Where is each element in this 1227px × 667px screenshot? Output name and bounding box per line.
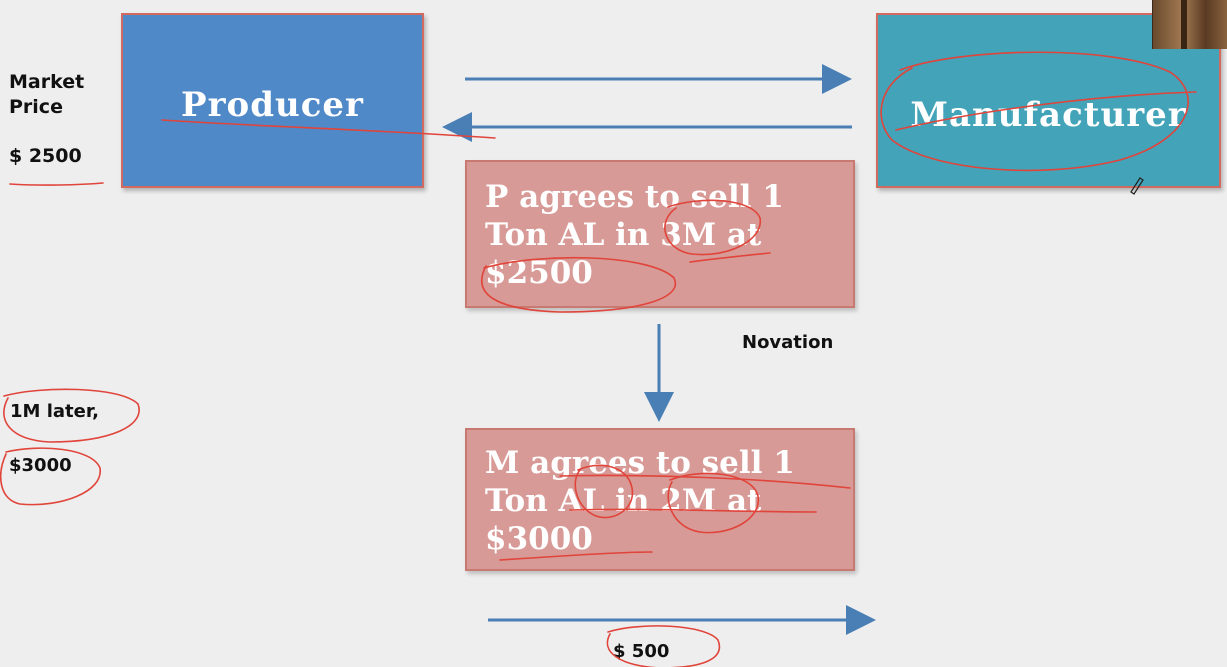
underline-market-price	[9, 182, 104, 186]
manufacturer-agreement-box: M agrees to sell 1 Ton AL in 2M at $3000	[465, 428, 855, 571]
market-price-line-2: Price	[9, 96, 63, 118]
later-price-value: $3000	[9, 455, 72, 476]
producer-agreement-box: P agrees to sell 1 Ton AL in 3M at $2500	[465, 160, 855, 308]
payoff-value: $ 500	[613, 641, 670, 662]
webcam-thumbnail	[1152, 0, 1227, 49]
agreement-line-2: Ton AL in 3M at	[485, 217, 762, 253]
agreement-line-1: P agrees to sell 1	[485, 179, 784, 215]
market-price-line-1: Market	[9, 71, 85, 93]
novation-label: Novation	[742, 332, 834, 353]
market-price-value: $ 2500	[9, 145, 82, 167]
agreement-line-1: M agrees to sell 1	[485, 445, 795, 481]
producer-label: Producer	[181, 85, 364, 125]
manufacturer-label: Manufacturer	[910, 95, 1187, 135]
one-month-later-label: 1M later,	[10, 401, 99, 422]
agreement-line-3: $2500	[485, 255, 593, 291]
producer-box: Producer	[121, 13, 424, 188]
agreement-line-3: $3000	[485, 521, 593, 557]
agreement-line-2: Ton AL in 2M at	[485, 483, 762, 519]
market-price-label: Market Price	[9, 70, 84, 120]
